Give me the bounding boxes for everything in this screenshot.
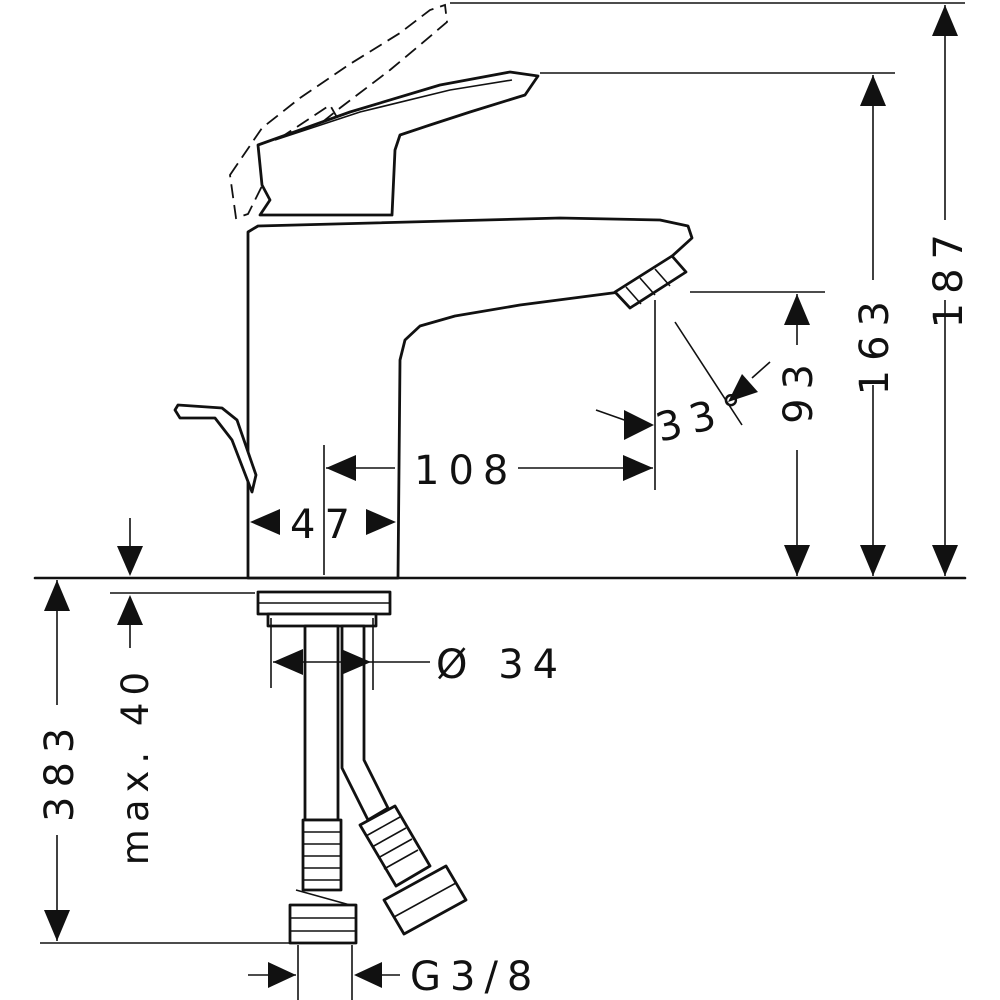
right-hose xyxy=(340,624,390,822)
right-hose-crimp xyxy=(358,804,432,888)
dim-187: 187 xyxy=(450,2,972,576)
dim-47: 47 xyxy=(250,502,396,548)
hose-length-label: 383 xyxy=(37,719,83,822)
spout-reach-label: 108 xyxy=(414,448,517,494)
dim-max-40: max. 40 xyxy=(110,518,255,865)
total-height-label: 187 xyxy=(926,225,972,328)
spout-angle-label: 33° xyxy=(651,383,757,451)
dim-33-angle: 33° xyxy=(595,300,771,490)
lever-inner-line xyxy=(274,79,513,141)
right-nut-line xyxy=(393,882,457,918)
dim-diameter-34: Ø 34 xyxy=(270,618,567,690)
hole-diameter-label: Ø 34 xyxy=(436,642,567,688)
left-hose-knurl xyxy=(303,831,341,881)
dim-383: 383 xyxy=(37,580,290,944)
left-hose xyxy=(303,624,340,822)
connection-label: G3/8 xyxy=(410,954,541,1000)
body-width-label: 47 xyxy=(290,502,359,548)
lever-height-label: 163 xyxy=(852,292,898,395)
dim-163: 163 xyxy=(540,72,898,576)
spout-clearance-label: 93 xyxy=(776,355,822,424)
shank xyxy=(266,612,378,628)
aerator-ring-2 xyxy=(639,277,656,296)
dim-g38: G3/8 xyxy=(248,945,541,1000)
left-nut-neck xyxy=(295,889,351,906)
aerator-ring-1 xyxy=(625,286,642,305)
aerator-ring-3 xyxy=(654,268,671,287)
popup-rod xyxy=(173,403,258,494)
lever-handle xyxy=(256,70,540,217)
dim-93: 93 xyxy=(690,291,825,576)
right-hose-knurl xyxy=(365,816,419,870)
dim-108: 108 xyxy=(323,445,653,575)
left-hose-nut xyxy=(288,903,358,945)
deck-thickness-label: max. 40 xyxy=(114,665,157,865)
